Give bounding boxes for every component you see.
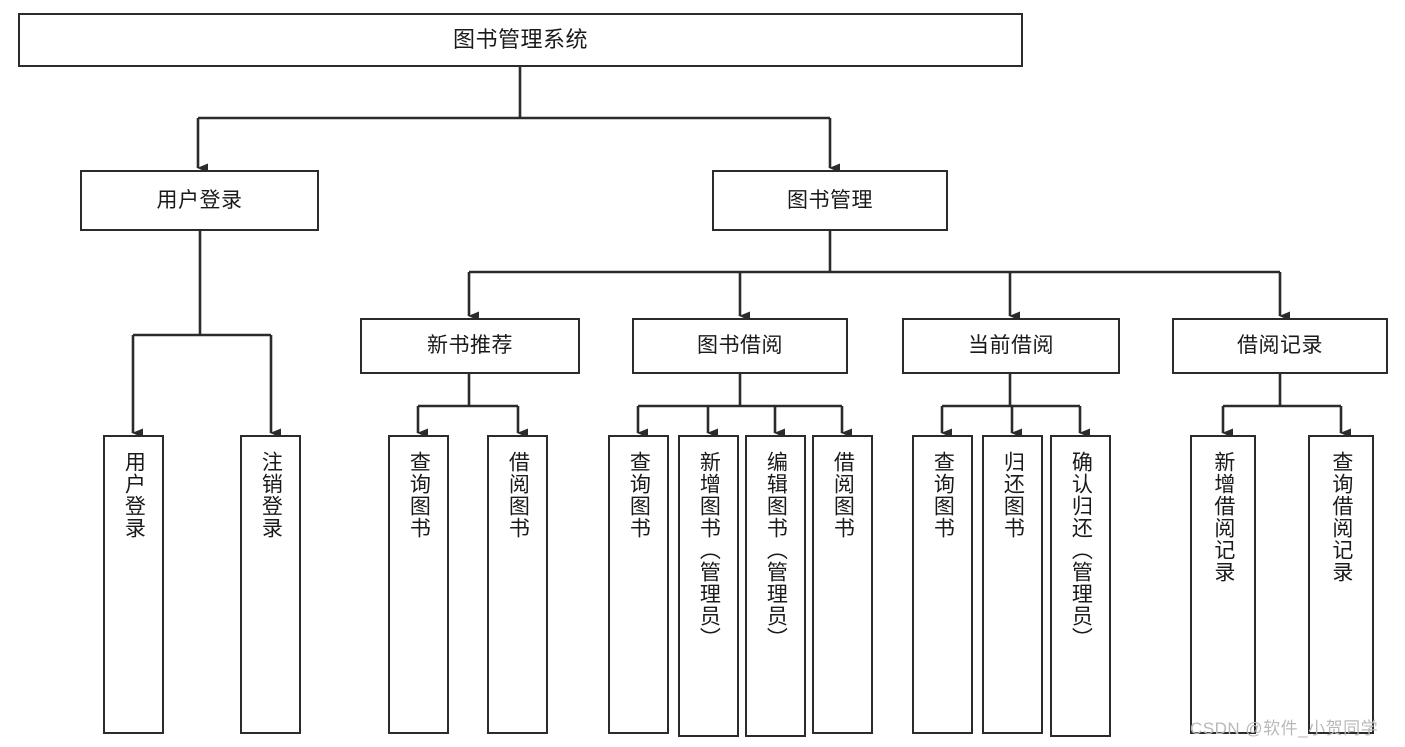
leaf-return-book-label: 归还图书 [1001,451,1025,539]
node-new-book-recommend[interactable]: 新书推荐 [360,318,580,374]
node-new-book-recommend-label: 新书推荐 [427,334,513,358]
leaf-borrow-book-nbr[interactable]: 借阅图书 [487,435,548,734]
leaf-query-book-cb[interactable]: 查询图书 [912,435,973,734]
csdn-watermark: CSDN @软件_小贺同学 [1190,719,1379,738]
leaf-borrow-book-bb[interactable]: 借阅图书 [812,435,873,734]
leaf-logout-label: 注销登录 [259,451,283,539]
node-book-management[interactable]: 图书管理 [712,170,948,231]
node-book-borrow[interactable]: 图书借阅 [632,318,848,374]
leaf-add-book-admin-label: 新增图书（管理员） [697,451,721,649]
node-current-borrow[interactable]: 当前借阅 [902,318,1120,374]
leaf-query-borrow-record-label: 查询借阅记录 [1329,451,1353,583]
leaf-logout[interactable]: 注销登录 [240,435,301,734]
leaf-edit-book-admin-label: 编辑图书（管理员） [764,451,788,649]
node-borrow-record-label: 借阅记录 [1237,334,1323,358]
node-book-management-label: 图书管理 [787,188,873,212]
leaf-borrow-book-nbr-label: 借阅图书 [506,451,530,539]
leaf-query-book-bb-label: 查询图书 [627,451,651,539]
leaf-user-login-label: 用户登录 [122,451,146,539]
node-root[interactable]: 图书管理系统 [18,13,1023,67]
leaf-query-book-bb[interactable]: 查询图书 [608,435,669,734]
leaf-borrow-book-bb-label: 借阅图书 [831,451,855,539]
leaf-add-borrow-record-label: 新增借阅记录 [1211,451,1235,583]
node-borrow-record[interactable]: 借阅记录 [1172,318,1388,374]
node-user-login[interactable]: 用户登录 [80,170,319,231]
leaf-user-login[interactable]: 用户登录 [103,435,164,734]
leaf-edit-book-admin[interactable]: 编辑图书（管理员） [745,435,806,737]
node-root-label: 图书管理系统 [452,26,588,52]
leaf-confirm-return-admin-label: 确认归还（管理员） [1069,451,1093,649]
leaf-query-book-cb-label: 查询图书 [931,451,955,539]
leaf-return-book[interactable]: 归还图书 [982,435,1043,734]
leaf-add-borrow-record[interactable]: 新增借阅记录 [1190,435,1256,734]
node-book-borrow-label: 图书借阅 [697,334,783,358]
leaf-query-borrow-record[interactable]: 查询借阅记录 [1308,435,1374,734]
leaf-query-book-nbr-label: 查询图书 [407,451,431,539]
leaf-confirm-return-admin[interactable]: 确认归还（管理员） [1050,435,1111,737]
node-current-borrow-label: 当前借阅 [968,334,1054,358]
node-user-login-label: 用户登录 [156,188,243,212]
leaf-query-book-nbr[interactable]: 查询图书 [388,435,449,734]
leaf-add-book-admin[interactable]: 新增图书（管理员） [678,435,739,737]
